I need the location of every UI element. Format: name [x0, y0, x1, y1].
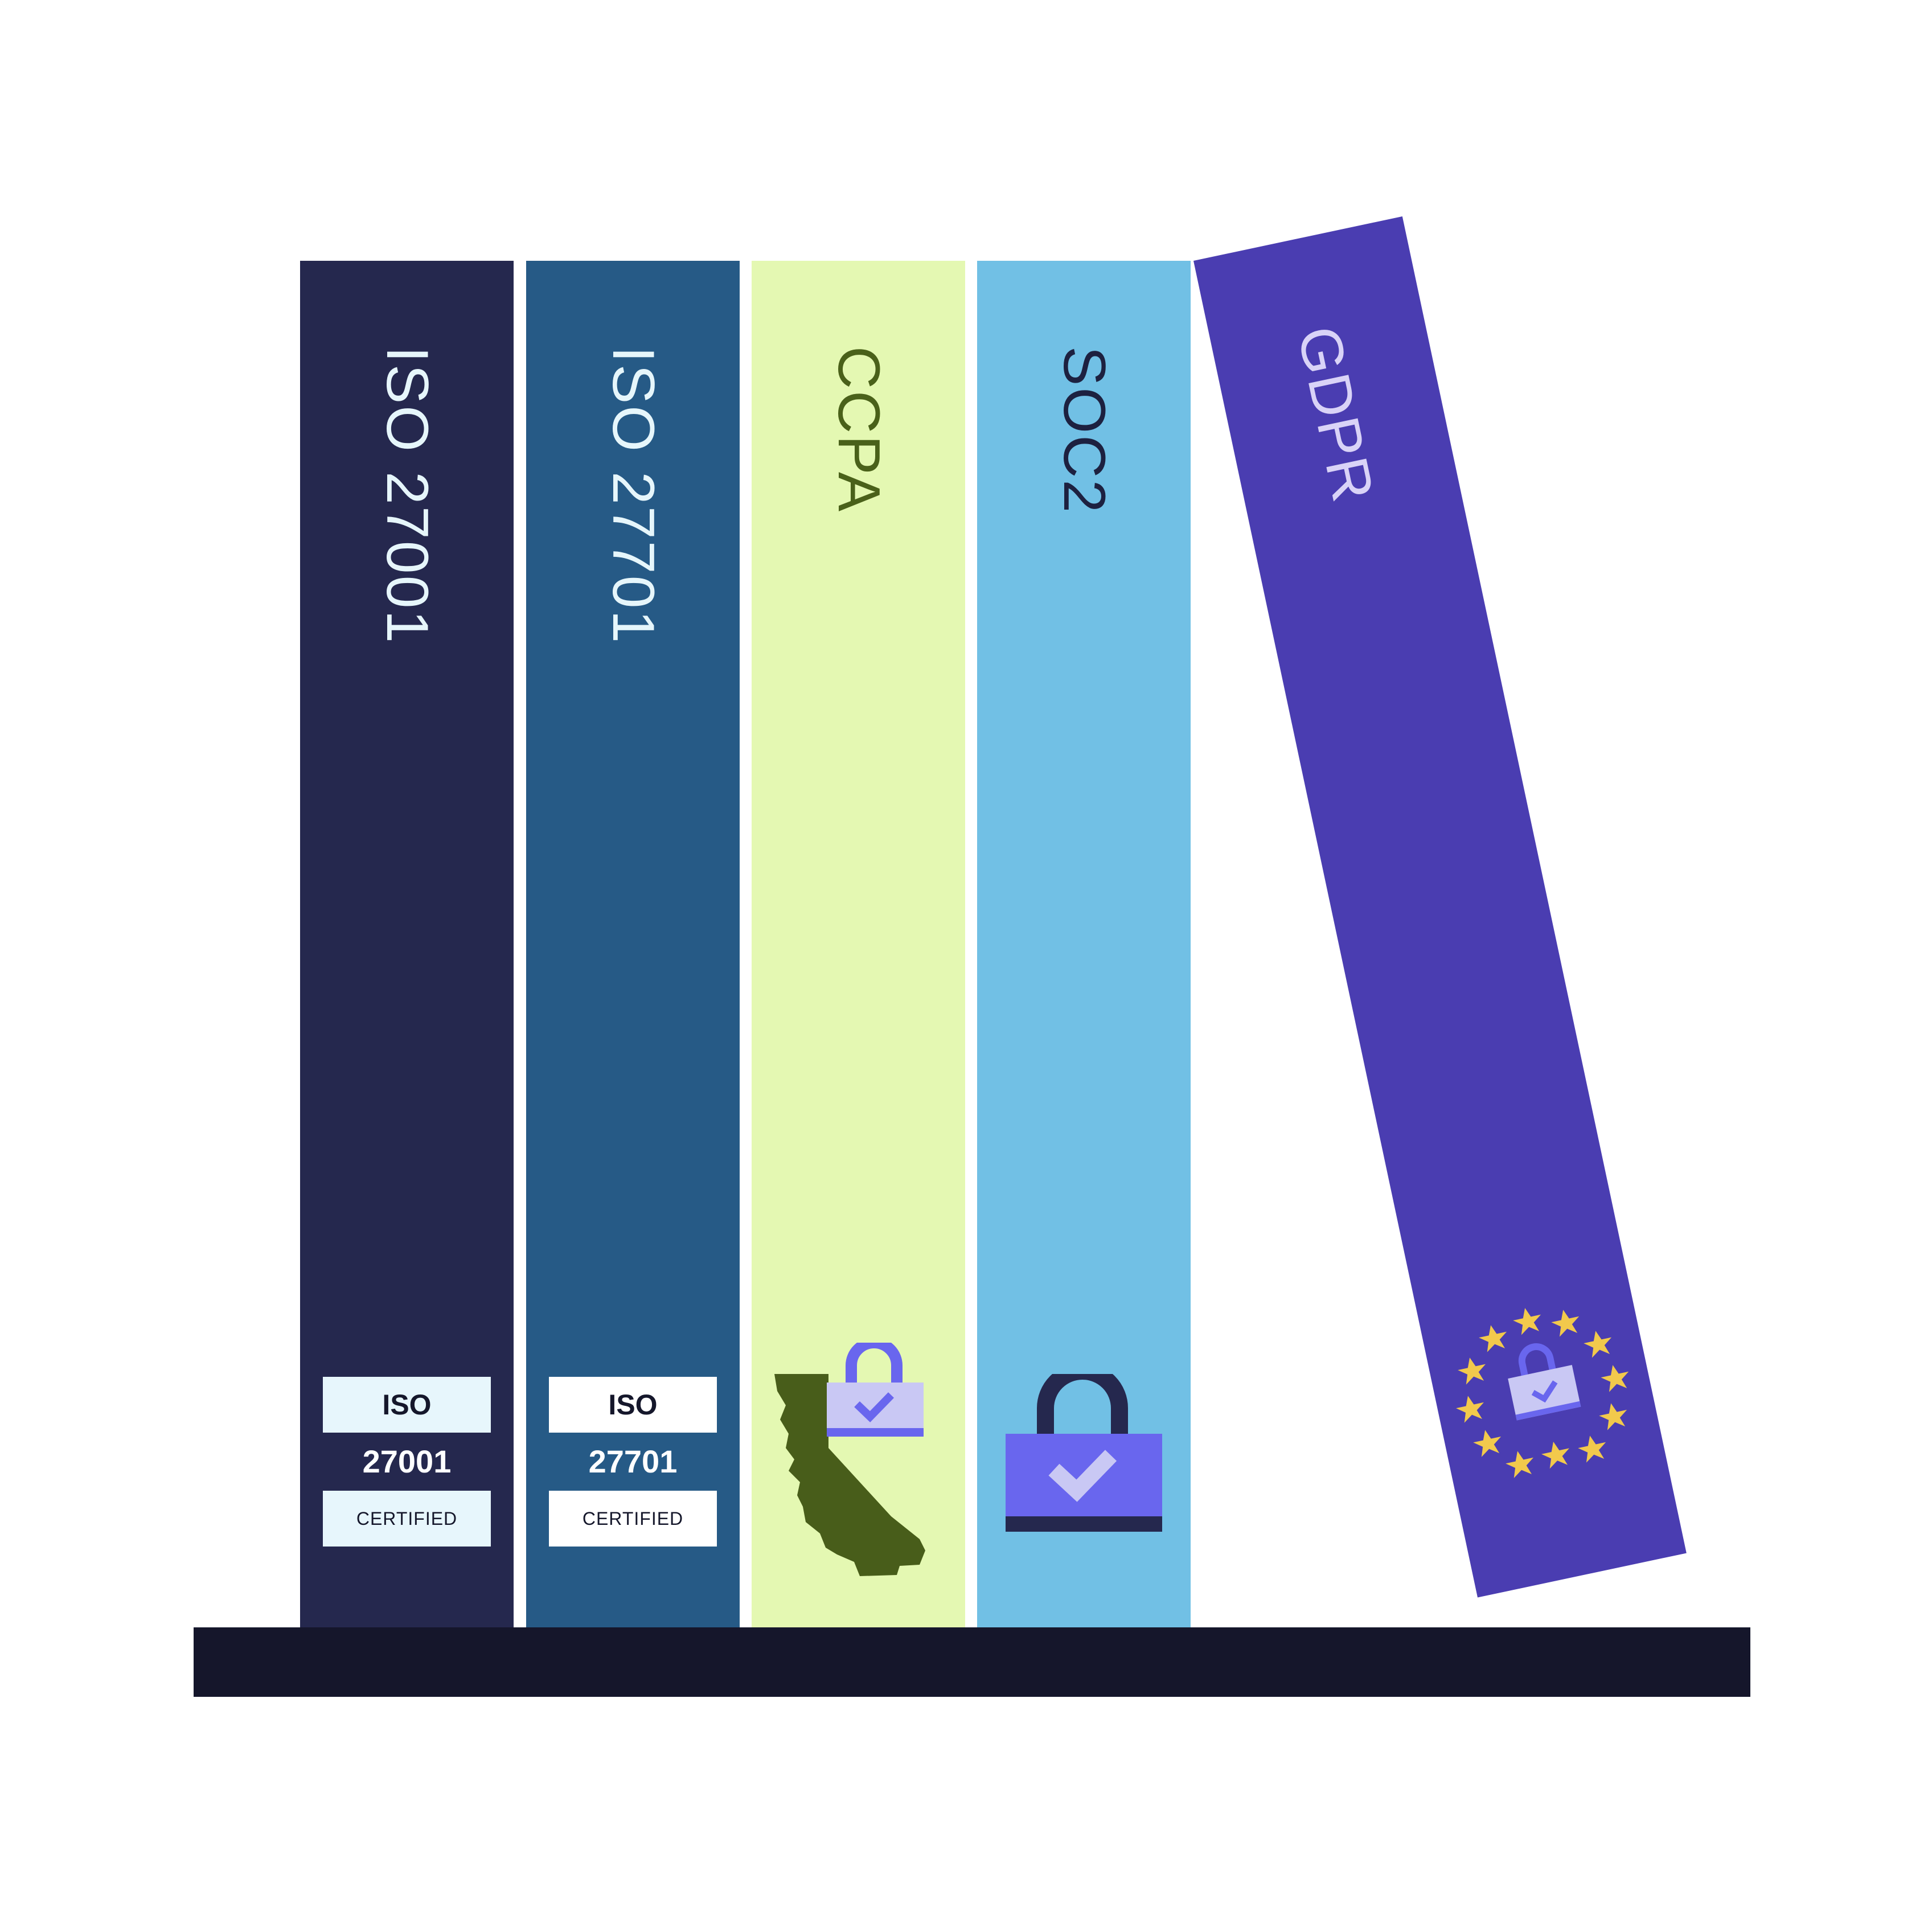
certification-badge: ISO 27001 CERTIFIED — [323, 1377, 491, 1548]
lock-base-icon — [1515, 1401, 1581, 1421]
california-shape-icon — [774, 1374, 925, 1576]
book-title: ISO 27001 — [374, 346, 440, 645]
book-title: GDPR — [1284, 321, 1387, 509]
book-title: CCPA — [825, 346, 892, 514]
badge-label-bottom: CERTIFIED — [549, 1491, 717, 1547]
check-icon — [854, 1392, 895, 1422]
eu-stars-icon — [1456, 1308, 1629, 1478]
badge-number: 27001 — [362, 1443, 452, 1479]
lock-base-icon — [827, 1428, 924, 1437]
shelf — [194, 1627, 1750, 1697]
book-gdpr: GDPR — [1193, 216, 1687, 1598]
book-iso-27001: ISO 27001 ISO 27001 CERTIFIED — [300, 261, 514, 1627]
lock-shackle-icon — [1037, 1374, 1128, 1434]
book-soc2: SOC2 — [977, 261, 1191, 1627]
book-title: ISO 27701 — [600, 346, 666, 645]
lock-shackle-icon — [846, 1343, 903, 1383]
check-icon — [1531, 1380, 1558, 1403]
eu-stars-lock-icon — [1456, 1308, 1629, 1478]
lock-check-icon — [1006, 1374, 1162, 1532]
book-ccpa: CCPA — [752, 261, 965, 1627]
lock-base-icon — [1006, 1516, 1162, 1532]
check-icon — [1048, 1450, 1117, 1502]
badge-number: 27701 — [588, 1443, 678, 1479]
book-title: SOC2 — [1051, 346, 1117, 515]
badge-label-top: ISO — [549, 1377, 717, 1433]
badge-label-bottom: CERTIFIED — [323, 1491, 491, 1547]
badge-label-top: ISO — [323, 1377, 491, 1433]
book-iso-27701: ISO 27701 ISO 27701 CERTIFIED — [526, 261, 740, 1627]
lock-shackle-icon — [1518, 1343, 1556, 1376]
california-lock-icon — [774, 1343, 925, 1576]
certification-badge: ISO 27701 CERTIFIED — [549, 1377, 717, 1548]
